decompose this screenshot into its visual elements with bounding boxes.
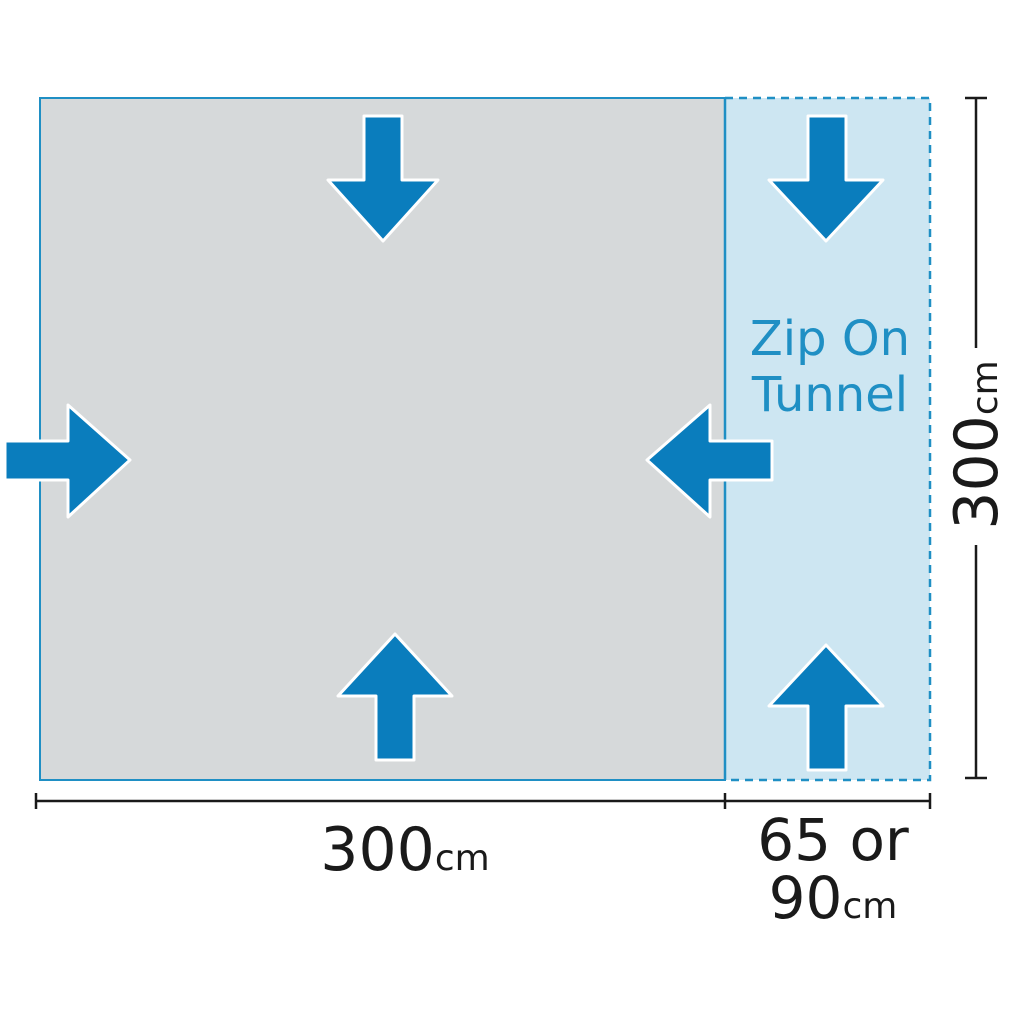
width-dimension-value: 300 <box>320 815 435 885</box>
height-dimension-unit: cm <box>965 360 1006 415</box>
tunnel-depth-value: 90 <box>769 864 843 932</box>
height-dimension-line <box>965 96 987 780</box>
width-dimension-line <box>34 793 932 809</box>
arrow-right-icon <box>3 403 132 519</box>
arrow-up-icon <box>767 643 885 772</box>
arrow-down-icon <box>767 114 885 243</box>
tunnel-depth-label-line1: 65 or <box>757 806 909 874</box>
arrow-left-icon <box>645 403 774 519</box>
tunnel-depth-unit: cm <box>842 886 897 927</box>
arrow-down-icon <box>326 114 440 243</box>
width-dimension-unit: cm <box>435 838 490 879</box>
tunnel-dashed-border <box>725 96 932 782</box>
height-dimension-label: 300cm <box>942 360 1012 529</box>
tunnel-label-line1: Zip On <box>750 311 910 367</box>
height-dimension-value: 300 <box>942 415 1012 530</box>
width-dimension-label: 300cm <box>320 815 489 885</box>
arrow-up-icon <box>336 632 454 762</box>
tunnel-label-line2: Tunnel <box>751 367 908 423</box>
tunnel-depth-label-line2: 90cm <box>769 864 898 932</box>
